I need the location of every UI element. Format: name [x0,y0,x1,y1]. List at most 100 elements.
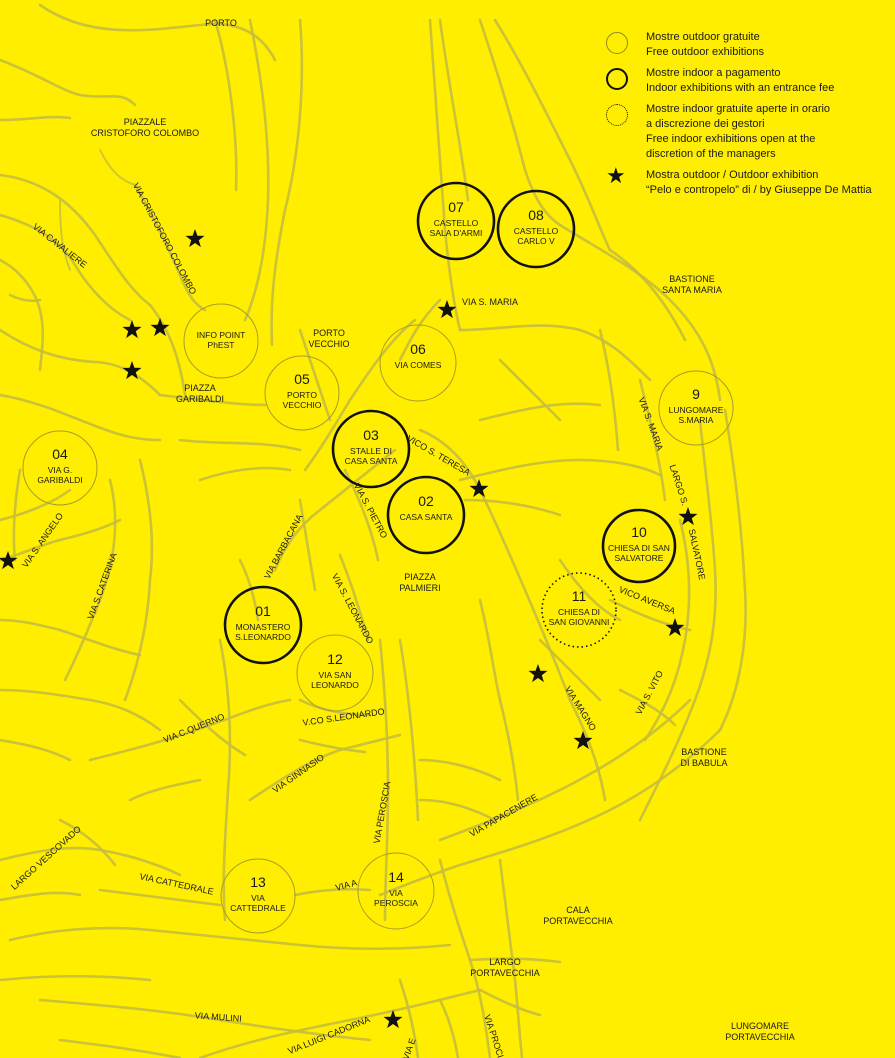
star-icon: ★ [606,163,626,188]
dotted-circle-icon [606,104,628,126]
exhibition-number: 03 [363,427,379,443]
exhibition-number: 02 [418,493,434,509]
star-icon[interactable] [469,479,489,498]
exhibition-number: 11 [572,588,587,604]
exhibition-circle[interactable] [223,585,303,665]
road-network [0,3,747,1058]
legend-free-indoor-line: discretion of the managers [646,148,776,160]
exhibition-number: 05 [294,371,310,387]
star-icon[interactable] [122,320,142,339]
exhibition-circle[interactable] [658,370,734,446]
exhibition-number: 13 [250,874,266,890]
exhibition-circle[interactable] [357,852,435,930]
exhibition-number: 04 [52,446,68,462]
legend-free-indoor: Mostre indoor gratuite aperte in orario … [604,102,895,162]
place-label-porto: PORTO [205,18,237,28]
exhibition-name: VIA COMES [395,360,442,370]
star-icon[interactable] [383,1010,403,1029]
star-icon[interactable] [678,507,698,526]
street-label-mulini: VIA MULINI [194,1010,242,1023]
legend-paid-indoor-en: Indoor exhibitions with an entrance fee [646,82,835,94]
exhibition-number: 10 [631,524,647,540]
legend-outdoor-star-line: “Pelo e contropelo” di / by Giuseppe De … [646,184,872,196]
star-icon[interactable] [665,618,685,637]
exhibition-circle[interactable] [416,181,496,261]
exhibition-number: 12 [327,651,343,667]
star-icon[interactable] [185,229,205,248]
legend-free-indoor-line: Free indoor exhibitions open at the [646,133,816,145]
outdoor-exhibition-stars [0,229,698,1029]
exhibition-circle[interactable] [331,409,411,489]
map-legend: Mostre outdoor gratuite Free outdoor exh… [604,30,895,204]
exhibition-number: 07 [448,199,464,215]
star-icon[interactable] [150,318,170,337]
legend-free-outdoor-en: Free outdoor exhibitions [646,46,765,58]
exhibition-name: VIA G.GARIBALDI [37,465,82,485]
legend-free-outdoor-it: Mostre outdoor gratuite [646,31,760,43]
exhibition-circle[interactable] [496,189,576,269]
legend-free-indoor-line: a discrezione dei gestori [646,118,765,130]
exhibition-circle[interactable] [264,355,340,431]
exhibition-number: 9 [692,386,700,402]
star-icon[interactable] [573,731,593,750]
exhibition-circle[interactable] [541,572,617,648]
exhibition-circle[interactable] [22,430,98,506]
exhibition-circle[interactable] [379,324,457,402]
legend-free-outdoor: Mostre outdoor gratuite Free outdoor exh… [604,30,895,60]
star-icon[interactable] [122,361,142,380]
exhibition-number: 01 [255,603,271,619]
exhibition-circle[interactable] [386,475,466,555]
exhibition-name: CASA SANTA [400,512,453,522]
legend-paid-indoor-it: Mostre indoor a pagamento [646,67,781,79]
legend-free-indoor-line: Mostre indoor gratuite aperte in orario [646,103,831,115]
exhibition-circle[interactable] [296,634,374,712]
exhibition-circle[interactable] [183,303,259,379]
star-icon[interactable] [0,551,18,570]
exhibition-number: 14 [388,869,404,885]
exhibition-circle[interactable] [220,858,296,934]
star-icon[interactable] [437,300,457,319]
star-icon[interactable] [528,664,548,683]
exhibition-circle[interactable] [601,508,677,584]
